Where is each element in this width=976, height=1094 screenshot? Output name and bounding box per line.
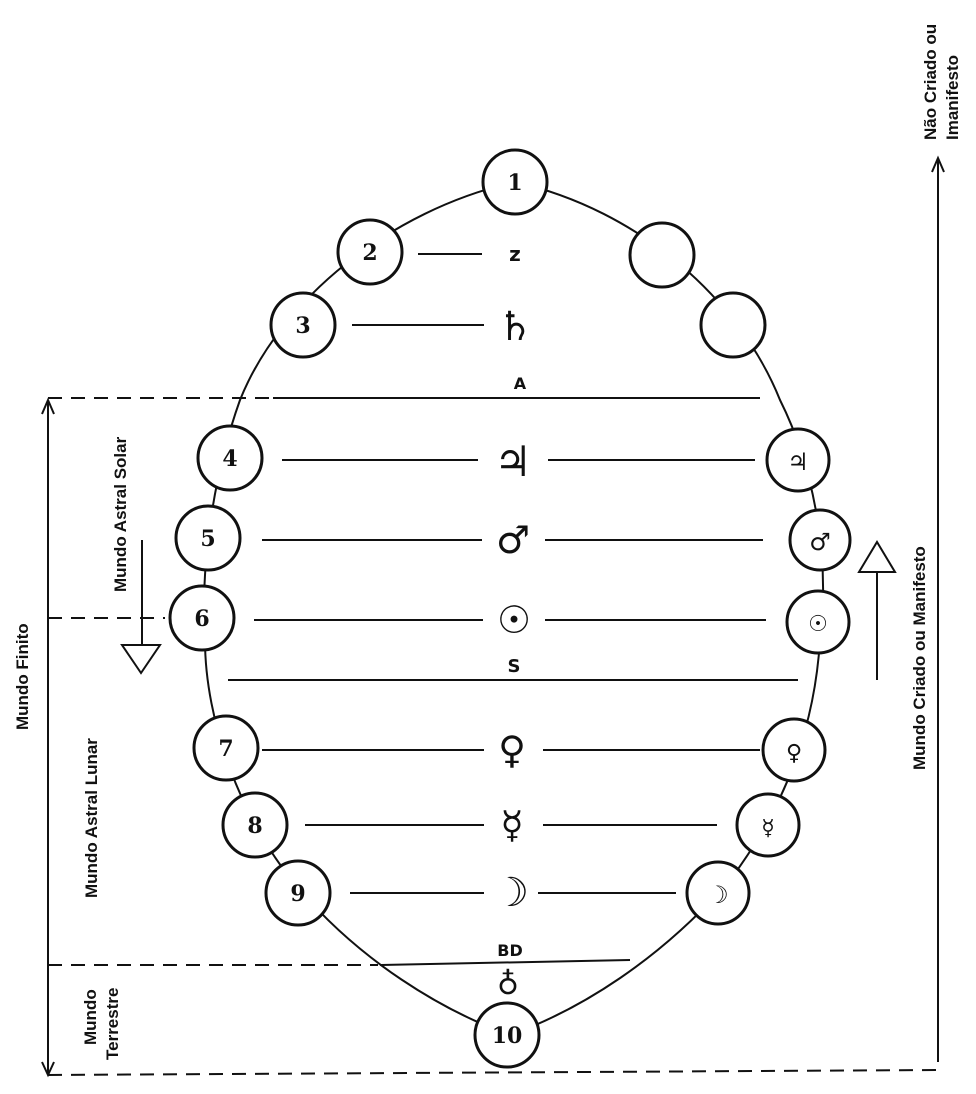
node-8: 8 (221, 791, 289, 859)
moon-center-icon: ☽ (493, 870, 529, 916)
mars-center-icon: ♂ (496, 518, 530, 562)
node-2: 2 (336, 218, 404, 286)
mercury-icon: ☿ (761, 816, 775, 841)
label-mundo-criado: Mundo Criado ou Manifesto (910, 546, 929, 770)
node-7: 7 (192, 714, 260, 782)
mars-icon: ♂ (809, 528, 831, 556)
node-3-label: 3 (295, 313, 310, 339)
node-2-label: 2 (362, 240, 377, 266)
dash-bottom (47, 1069, 941, 1076)
sun-icon: ☉ (808, 612, 828, 637)
jupiter-icon: ♃ (787, 448, 809, 476)
node-right-jupiter: ♃ (765, 427, 831, 493)
jupiter-center-icon: ♃ (494, 437, 532, 486)
line-bd (379, 959, 631, 966)
node-4-label: 4 (222, 446, 237, 472)
label-nao-criado-line1: Não Criado ou (921, 24, 940, 140)
node-right-top-2 (699, 291, 767, 359)
node-5: 5 (174, 504, 242, 572)
node-10: 10 (473, 1001, 541, 1069)
venus-center-icon: ♀ (498, 728, 526, 772)
arrow-up-head (857, 540, 897, 573)
node-8-label: 8 (247, 813, 262, 839)
arrowhead-nao-criado (931, 155, 945, 173)
node-right-sun: ☉ (785, 589, 851, 655)
earth-icon: ♁ (497, 967, 519, 1002)
moon-icon: ☽ (707, 881, 729, 909)
node-9-label: 9 (290, 881, 305, 907)
label-mundo-astral-lunar: Mundo Astral Lunar (82, 738, 101, 898)
node-1: 1 (481, 148, 549, 216)
arrow-down-head (120, 644, 162, 675)
node-right-moon: ☽ (685, 860, 751, 926)
node-right-mars: ♂ (788, 508, 852, 572)
node-9: 9 (264, 859, 332, 927)
node-1-label: 1 (507, 170, 522, 196)
label-mundo-astral-solar: Mundo Astral Solar (111, 436, 130, 592)
node-7-label: 7 (218, 736, 233, 762)
letter-s: S (508, 656, 521, 677)
node-10-label: 10 (492, 1023, 523, 1049)
node-right-mercury: ☿ (735, 792, 801, 858)
node-right-top-1 (628, 221, 696, 289)
letter-bd: BD (497, 941, 522, 960)
node-right-venus: ♀ (761, 717, 827, 783)
node-3: 3 (269, 291, 337, 359)
node-4: 4 (196, 424, 264, 492)
letter-a: A (514, 374, 527, 393)
saturn-icon: ♄ (497, 304, 533, 350)
arrowhead-finito-top (41, 397, 55, 415)
label-mundo-terrestre-line1: Mundo (81, 989, 100, 1045)
label-mundo-terrestre-line2: Terrestre (103, 988, 122, 1060)
label-nao-criado-line2: Imanifesto (943, 55, 962, 140)
label-mundo-finito: Mundo Finito (13, 623, 32, 730)
venus-icon: ♀ (786, 741, 802, 766)
node-5-label: 5 (200, 526, 215, 552)
letter-z: z (509, 242, 521, 266)
sun-center-icon: ☉ (497, 598, 531, 642)
node-6-label: 6 (194, 606, 209, 632)
mercury-center-icon: ☿ (500, 803, 523, 847)
node-6: 6 (168, 584, 236, 652)
